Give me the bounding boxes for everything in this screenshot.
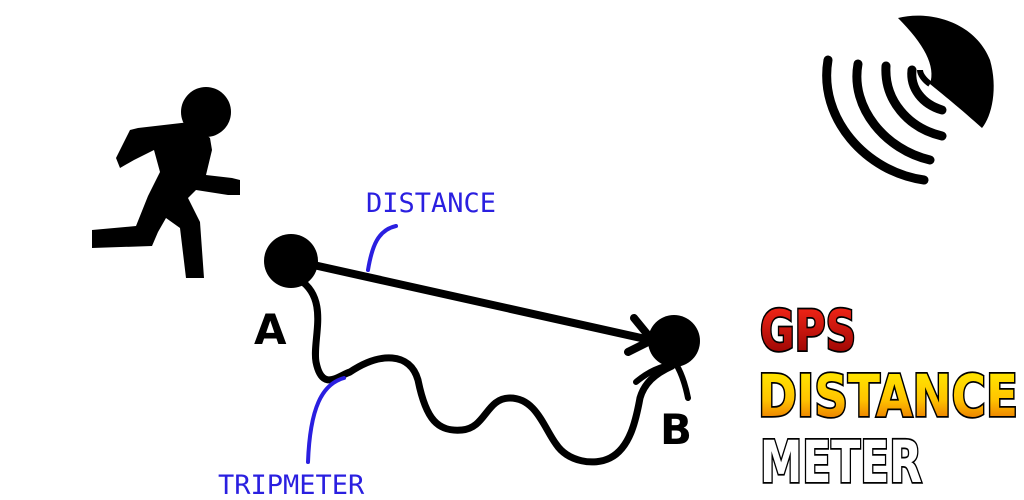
- running-person-icon: [92, 87, 240, 278]
- point-b-label: B: [660, 405, 692, 454]
- distance-label: DISTANCE: [366, 188, 496, 219]
- title-gps: GPS: [760, 299, 856, 364]
- tripmeter-label: TRIPMETER: [218, 470, 365, 500]
- distance-leader-line: [366, 224, 398, 272]
- trip-path-end-tick: [633, 361, 691, 401]
- trip-path: [296, 276, 676, 466]
- distance-arrow: [296, 258, 659, 356]
- title-meter: METER: [760, 428, 922, 496]
- tripmeter-leader-line: [306, 376, 346, 464]
- point-b-marker: [648, 315, 700, 367]
- point-a-label: A: [254, 305, 287, 354]
- satellite-dish-icon: [822, 15, 994, 185]
- point-a-marker: [264, 234, 318, 288]
- title-distance: DISTANCE: [758, 362, 1018, 430]
